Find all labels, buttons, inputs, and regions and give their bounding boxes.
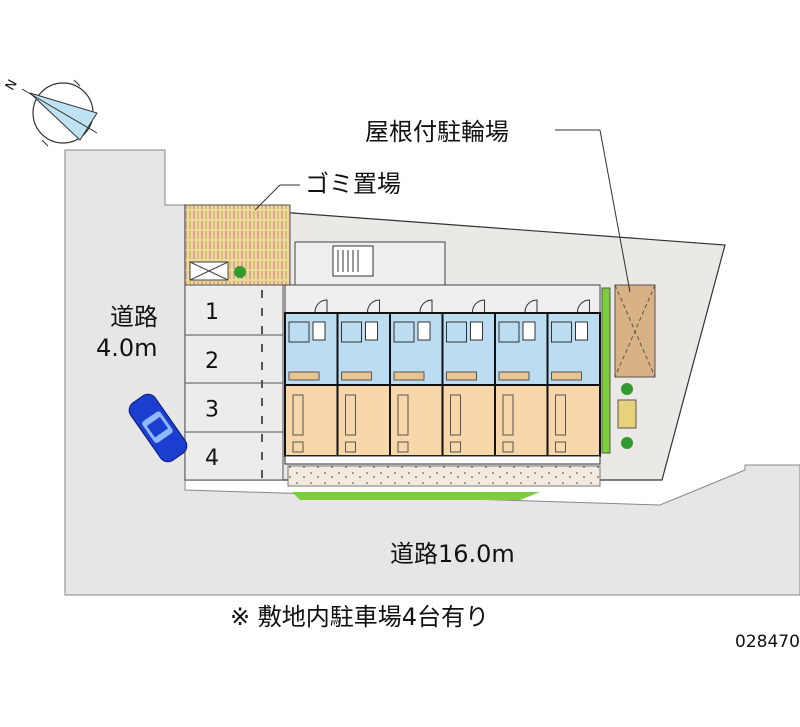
road-left-width: 4.0m: [96, 334, 158, 362]
gravel-strip: [287, 465, 601, 487]
garbage-area-label: ゴミ置場: [305, 170, 401, 198]
bicycle-parking-label: 屋根付駐輪場: [365, 118, 509, 146]
parking-space-number: 4: [205, 446, 219, 471]
parking-space: [184, 382, 284, 433]
apartment-unit: [284, 299, 339, 457]
apartment-unit: [336, 299, 391, 457]
parking-space: [184, 431, 284, 481]
parking-space-number: 2: [205, 349, 219, 374]
property-code: 028470: [735, 632, 800, 652]
parking-note: ※ 敷地内駐車場4台有り: [230, 603, 489, 631]
shrub-icon: [234, 266, 246, 278]
parking-space: [184, 334, 284, 384]
apartment-unit: [494, 299, 549, 457]
parking-space-number: 3: [205, 398, 219, 423]
north-label: N: [3, 77, 21, 93]
apartment-unit: [546, 299, 601, 457]
car-icon: [128, 393, 188, 463]
hedge-strip: [601, 287, 611, 454]
road-left-name: 道路: [110, 303, 158, 331]
shrub-icon: [621, 383, 633, 395]
road-area: [64, 149, 800, 596]
parking-space-number: 1: [205, 300, 219, 325]
apartment-unit: [441, 299, 496, 457]
lawn-strip: [292, 492, 540, 500]
apartment-unit: [389, 299, 444, 457]
parking-space: [184, 284, 284, 336]
compass-icon: [21, 79, 98, 147]
road-bottom-label: 道路16.0m: [390, 540, 515, 568]
parking-lot: 1 2 3 4: [184, 284, 284, 481]
shrub-icon: [621, 437, 633, 449]
balcony-strip: [284, 455, 601, 465]
building-corridor: [284, 284, 601, 316]
planter: [617, 399, 637, 429]
